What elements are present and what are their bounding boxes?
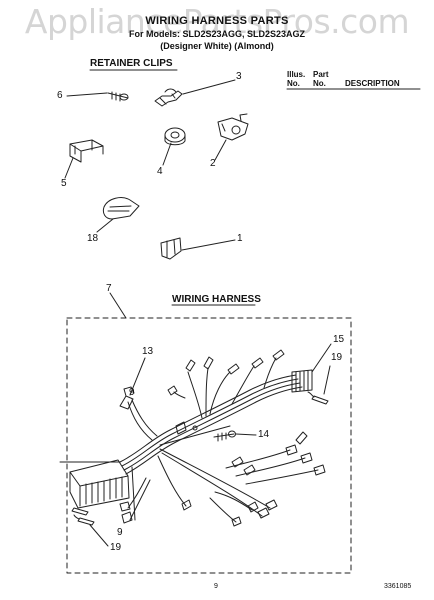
part-4-round-clip — [164, 127, 186, 146]
callout-1: 1 — [237, 233, 243, 244]
callout-6: 6 — [57, 90, 63, 101]
callout-15: 15 — [333, 334, 345, 345]
leader-18 — [96, 218, 114, 233]
part-3-retainer-clip — [154, 88, 183, 107]
callout-18: 18 — [87, 233, 99, 244]
callout-19-bottom: 19 — [110, 542, 122, 553]
callout-2: 2 — [210, 158, 216, 169]
callout-4: 4 — [157, 166, 163, 177]
callout-14: 14 — [258, 429, 270, 440]
callout-9-bottom: 9 — [117, 527, 123, 538]
part-2-latch-clip — [217, 113, 249, 141]
leader-2 — [214, 139, 227, 161]
wiring-harness-title: WIRING HARNESS — [172, 294, 261, 305]
part-19-terminal-bottom — [71, 507, 95, 526]
color-variants: (Designer White) (Almond) — [160, 41, 274, 51]
col-illus-label: Illus. — [287, 70, 306, 79]
leader-19-bottom — [89, 524, 109, 547]
leader-1 — [181, 239, 236, 251]
leader-13 — [129, 357, 146, 396]
document-code: 3361085 — [384, 583, 412, 590]
callout-9-top: 9 — [129, 387, 135, 398]
leader-14 — [235, 433, 257, 436]
leader-7 — [109, 292, 127, 319]
page-title: WIRING HARNESS PARTS — [145, 15, 289, 27]
callout-3: 3 — [236, 71, 242, 82]
part-5-bracket-clip — [69, 139, 104, 163]
part-6-screw — [107, 91, 129, 102]
leader-3 — [182, 79, 236, 95]
callout-5: 5 — [61, 178, 67, 189]
col-part-label: Part — [313, 70, 329, 79]
leader-19-top — [323, 365, 331, 395]
part-19-terminal-top — [307, 391, 329, 405]
part-14-screw — [213, 430, 236, 442]
leader-15 — [311, 343, 332, 373]
col-part-no: No. — [313, 79, 326, 88]
main-connector-block — [69, 459, 130, 509]
part-18-wire-shield — [102, 197, 140, 220]
col-illus-no: No. — [287, 79, 300, 88]
col-description: DESCRIPTION — [345, 79, 400, 88]
page-number: 9 — [214, 583, 218, 590]
callout-13: 13 — [142, 346, 154, 357]
retainer-clips-title: RETAINER CLIPS — [90, 58, 173, 69]
leader-4 — [162, 142, 172, 166]
model-numbers: For Models: SLD2S23AGG, SLD2S23AGZ — [128, 29, 306, 39]
leader-9 — [131, 466, 136, 521]
leader-5 — [64, 157, 74, 179]
harness-bounding-box — [66, 317, 352, 574]
part-1-clip — [160, 237, 182, 260]
wiring-harness — [59, 357, 319, 523]
callout-19-top: 19 — [331, 352, 343, 363]
callout-7: 7 — [106, 283, 112, 294]
leader-6 — [66, 92, 108, 97]
